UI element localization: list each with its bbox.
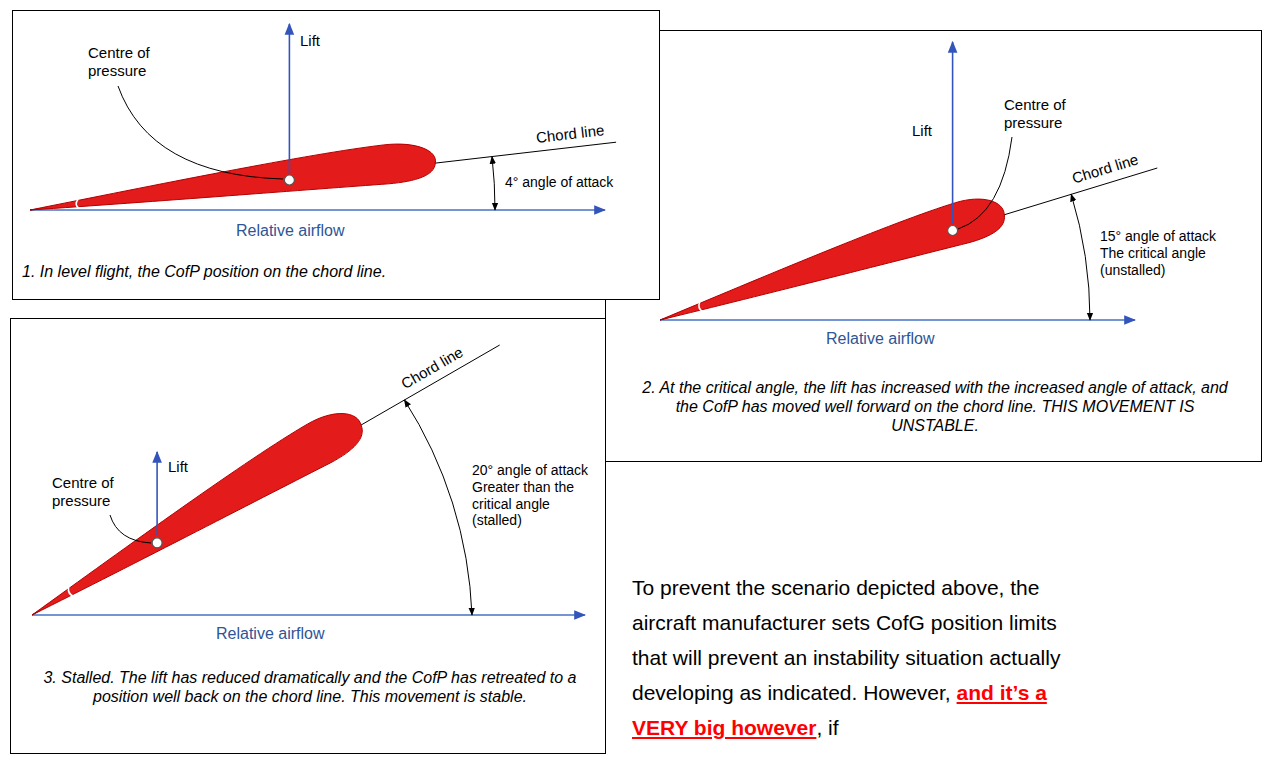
text-holder: Relative airflow bbox=[216, 624, 324, 643]
trailing-edge-mark bbox=[67, 587, 74, 597]
airflow-arrow bbox=[30, 209, 605, 211]
airflow-arrow bbox=[32, 614, 585, 616]
lift-arrow bbox=[289, 24, 291, 174]
airflow-label: Relative airflow bbox=[826, 329, 934, 348]
aerofoil bbox=[18, 401, 370, 630]
text-holder: Relative airflow bbox=[826, 329, 934, 348]
part-label: Centre of pressure bbox=[88, 44, 168, 80]
centre-of-pressure-dot bbox=[948, 226, 958, 236]
angle-arc bbox=[492, 157, 495, 210]
figure-panel: Chord lineLiftCentre of pressure 20° angl… bbox=[10, 318, 606, 754]
text-holder: Centre of pressure bbox=[52, 474, 132, 510]
figure-panel: Lift Centre of pressureChord line 15° angl… bbox=[605, 30, 1262, 462]
part-label: Centre of pressure bbox=[1004, 96, 1084, 132]
angle-label: 4° angle of attack bbox=[505, 174, 613, 191]
lift-arrow bbox=[952, 42, 954, 224]
part-label: Centre of pressure bbox=[52, 474, 132, 510]
lift-arrow bbox=[156, 452, 158, 536]
text-holder: Chord line bbox=[1070, 151, 1141, 188]
aerofoil bbox=[652, 190, 1009, 336]
text-holder: Chord line bbox=[398, 343, 466, 393]
aerofoil-illustration bbox=[11, 319, 605, 753]
text-holder: 1. In level flight, the CofP position on… bbox=[22, 262, 632, 281]
angle-label: 20° angle of attack Greater than the cri… bbox=[472, 462, 598, 529]
aerofoil bbox=[27, 139, 437, 225]
text-holder: 15° angle of attack The critical angle (… bbox=[1100, 228, 1225, 278]
angle-arc bbox=[404, 400, 472, 615]
airflow-arrow bbox=[660, 319, 1135, 321]
body-text: , if bbox=[816, 716, 838, 739]
text-holder: 4° angle of attack bbox=[505, 174, 613, 191]
text-holder: Chord line bbox=[535, 121, 605, 147]
force-label: Lift bbox=[168, 458, 188, 476]
text-holder: Centre of pressure bbox=[88, 44, 168, 80]
angle-arc bbox=[1071, 194, 1090, 320]
trailing-edge-mark bbox=[698, 302, 703, 312]
text-holder: Lift bbox=[912, 122, 932, 140]
trailing-edge-mark bbox=[76, 199, 79, 208]
line-label: Chord line bbox=[535, 121, 605, 147]
figure-panel: Centre of pressure LiftChord line 4° angle… bbox=[12, 10, 660, 300]
leader-line bbox=[118, 86, 283, 179]
figure-caption: 3. Stalled. The lift has reduced dramati… bbox=[36, 668, 584, 706]
figure-caption: 2. At the critical angle, the lift has i… bbox=[630, 378, 1240, 436]
text-holder: 2. At the critical angle, the lift has i… bbox=[630, 378, 1240, 436]
centre-of-pressure-dot bbox=[284, 175, 294, 185]
force-label: Lift bbox=[300, 32, 320, 50]
text-holder: 3. Stalled. The lift has reduced dramati… bbox=[36, 668, 584, 706]
line-label: Chord line bbox=[1070, 151, 1141, 188]
figure-caption: 1. In level flight, the CofP position on… bbox=[22, 262, 632, 281]
body-paragraph: To prevent the scenario depicted above, … bbox=[632, 570, 1072, 745]
airflow-label: Relative airflow bbox=[236, 221, 344, 240]
angle-label: 15° angle of attack The critical angle (… bbox=[1100, 228, 1225, 278]
leader-line bbox=[110, 515, 151, 543]
text-holder: Lift bbox=[168, 458, 188, 476]
force-label: Lift bbox=[912, 122, 932, 140]
line-label: Chord line bbox=[398, 343, 466, 393]
text-holder: 20° angle of attack Greater than the cri… bbox=[472, 462, 598, 529]
text-holder: Lift bbox=[300, 32, 320, 50]
centre-of-pressure-dot bbox=[152, 538, 162, 548]
text-holder: Relative airflow bbox=[236, 221, 344, 240]
leader-line bbox=[958, 137, 1012, 229]
text-holder: Centre of pressure bbox=[1004, 96, 1084, 132]
airflow-label: Relative airflow bbox=[216, 624, 324, 643]
